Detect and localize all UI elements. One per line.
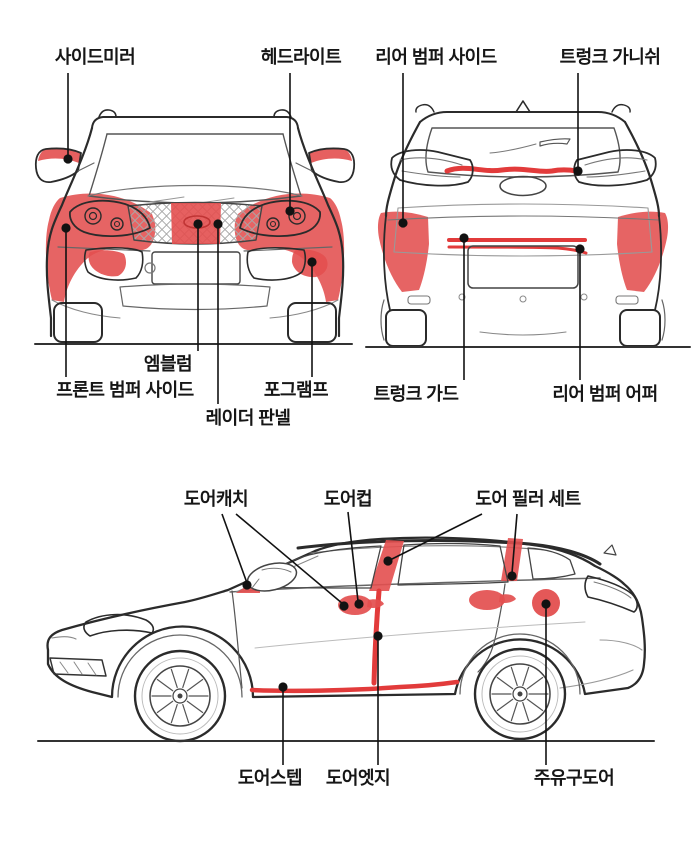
dot-rear-bumper-upper xyxy=(575,244,585,254)
label-door-edge: 도어엣지 xyxy=(325,768,391,788)
label-front-bumper-side: 프론트 범퍼 사이드 xyxy=(56,380,194,400)
label-radar-panel: 레이더 판넬 xyxy=(205,408,291,428)
label-headlight: 헤드라이트 xyxy=(260,47,342,67)
leader-dots xyxy=(61,154,585,692)
leader-door-catch-b xyxy=(235,513,344,605)
dot-door-edge xyxy=(373,631,383,641)
dot-side-mirror xyxy=(63,154,73,164)
rear-bumper-side-left-highlight xyxy=(377,211,429,292)
trunk-garnish-highlight xyxy=(444,165,580,174)
rear-handle-highlight xyxy=(469,590,505,610)
side-view-drawing xyxy=(37,536,655,743)
rear-bumper-side-right-highlight xyxy=(617,211,669,292)
leader-door-pillar-b xyxy=(389,513,483,561)
dot-door-step xyxy=(278,682,288,692)
label-trunk-guard: 트렁크 가드 xyxy=(373,384,459,404)
dot-radar-panel xyxy=(213,219,223,229)
label-trunk-garnish: 트렁크 가니쉬 xyxy=(559,47,661,67)
label-door-pillar-set: 도어 필러 세트 xyxy=(475,489,581,509)
label-door-catch: 도어캐치 xyxy=(183,489,249,509)
front-handle-tab-highlight xyxy=(367,599,384,608)
label-side-mirror: 사이드미러 xyxy=(54,47,136,67)
dot-front-bumper-side xyxy=(61,223,71,233)
dot-rear-bumper-side xyxy=(398,218,408,228)
door-pillar-c-highlight xyxy=(501,538,523,581)
dot-door-cup xyxy=(354,599,364,609)
dot-headlight xyxy=(285,206,295,216)
dot-emblem xyxy=(193,219,203,229)
dot-door-pillar-b xyxy=(383,556,393,566)
rear-view-drawing xyxy=(365,100,691,348)
label-door-cup: 도어컵 xyxy=(323,489,373,509)
door-edge-highlight xyxy=(371,588,382,686)
rear-handle-tab-highlight xyxy=(499,594,516,603)
door-step-highlight xyxy=(249,679,460,694)
dot-trunk-garnish xyxy=(573,166,583,176)
label-door-step: 도어스텝 xyxy=(237,768,303,788)
dot-door-pillar-c xyxy=(507,571,517,581)
fog-lamp-left-highlight xyxy=(88,250,126,277)
dot-trunk-guard xyxy=(459,233,469,243)
dot-fog-lamp xyxy=(307,257,317,267)
leader-door-cup xyxy=(347,511,359,602)
label-emblem: 엠블럼 xyxy=(143,354,193,374)
side-mirror-right-highlight xyxy=(309,148,352,163)
label-fuel-door: 주유구도어 xyxy=(533,768,615,788)
label-rear-bumper-upper: 리어 범퍼 어퍼 xyxy=(552,384,658,404)
leader-door-catch-a xyxy=(221,513,248,584)
dot-door-catch xyxy=(242,580,252,590)
leader-lines xyxy=(65,73,581,765)
door-pillar-b-highlight xyxy=(369,540,404,591)
dot-fuel-door xyxy=(541,599,551,609)
leader-door-pillar-c xyxy=(511,513,518,574)
label-fog-lamp: 포그램프 xyxy=(263,380,329,400)
dot-door-catch-handle xyxy=(339,601,349,611)
label-rear-bumper-side: 리어 범퍼 사이드 xyxy=(375,47,497,67)
